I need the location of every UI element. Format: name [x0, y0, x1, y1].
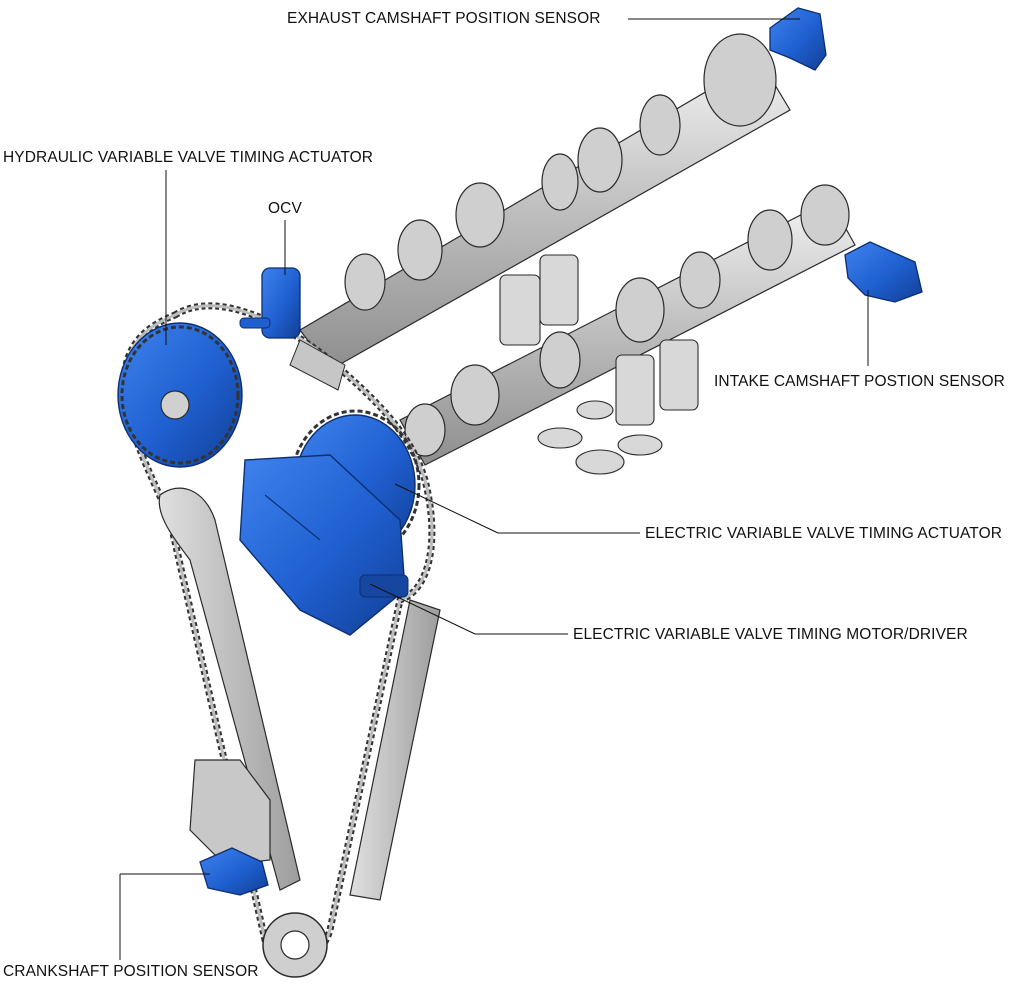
leader-electric-vvt-motor — [369, 583, 476, 635]
label-ocv: OCV — [268, 200, 302, 217]
ocv-valve — [239, 267, 346, 391]
crankshaft-position-sensor — [199, 847, 269, 896]
intake-camshaft — [399, 184, 856, 466]
hydraulic-vvt-actuator — [117, 322, 243, 468]
electric-vvt-motor-driver — [239, 454, 409, 636]
crankshaft-sprocket — [262, 912, 328, 978]
valve-springs — [499, 254, 699, 475]
label-electric-vvt-actuator: ELECTRIC VARIABLE VALVE TIMING ACTUATOR — [645, 525, 1003, 542]
label-crankshaft-position-sensor: CRANKSHAFT POSITION SENSOR — [3, 963, 259, 980]
leader-lines — [119, 18, 869, 960]
leader-electric-vvt — [394, 483, 499, 534]
label-exhaust-camshaft-sensor: EXHAUST CAMSHAFT POSITION SENSOR — [287, 10, 601, 27]
label-intake-camshaft-sensor: INTAKE CAMSHAFT POSTION SENSOR — [714, 373, 1005, 390]
chain-tensioner — [189, 759, 271, 866]
label-electric-vvt-motor-driver: ELECTRIC VARIABLE VALVE TIMING MOTOR/DRI… — [573, 626, 968, 643]
chain-guide-left — [158, 487, 301, 891]
chain-guide-right — [349, 599, 441, 901]
exhaust-camshaft — [299, 33, 791, 371]
label-hydraulic-vvt-actuator: HYDRAULIC VARIABLE VALVE TIMING ACTUATOR — [3, 149, 374, 166]
intake-camshaft-sensor — [844, 241, 923, 303]
exhaust-camshaft-sensor — [769, 7, 827, 71]
